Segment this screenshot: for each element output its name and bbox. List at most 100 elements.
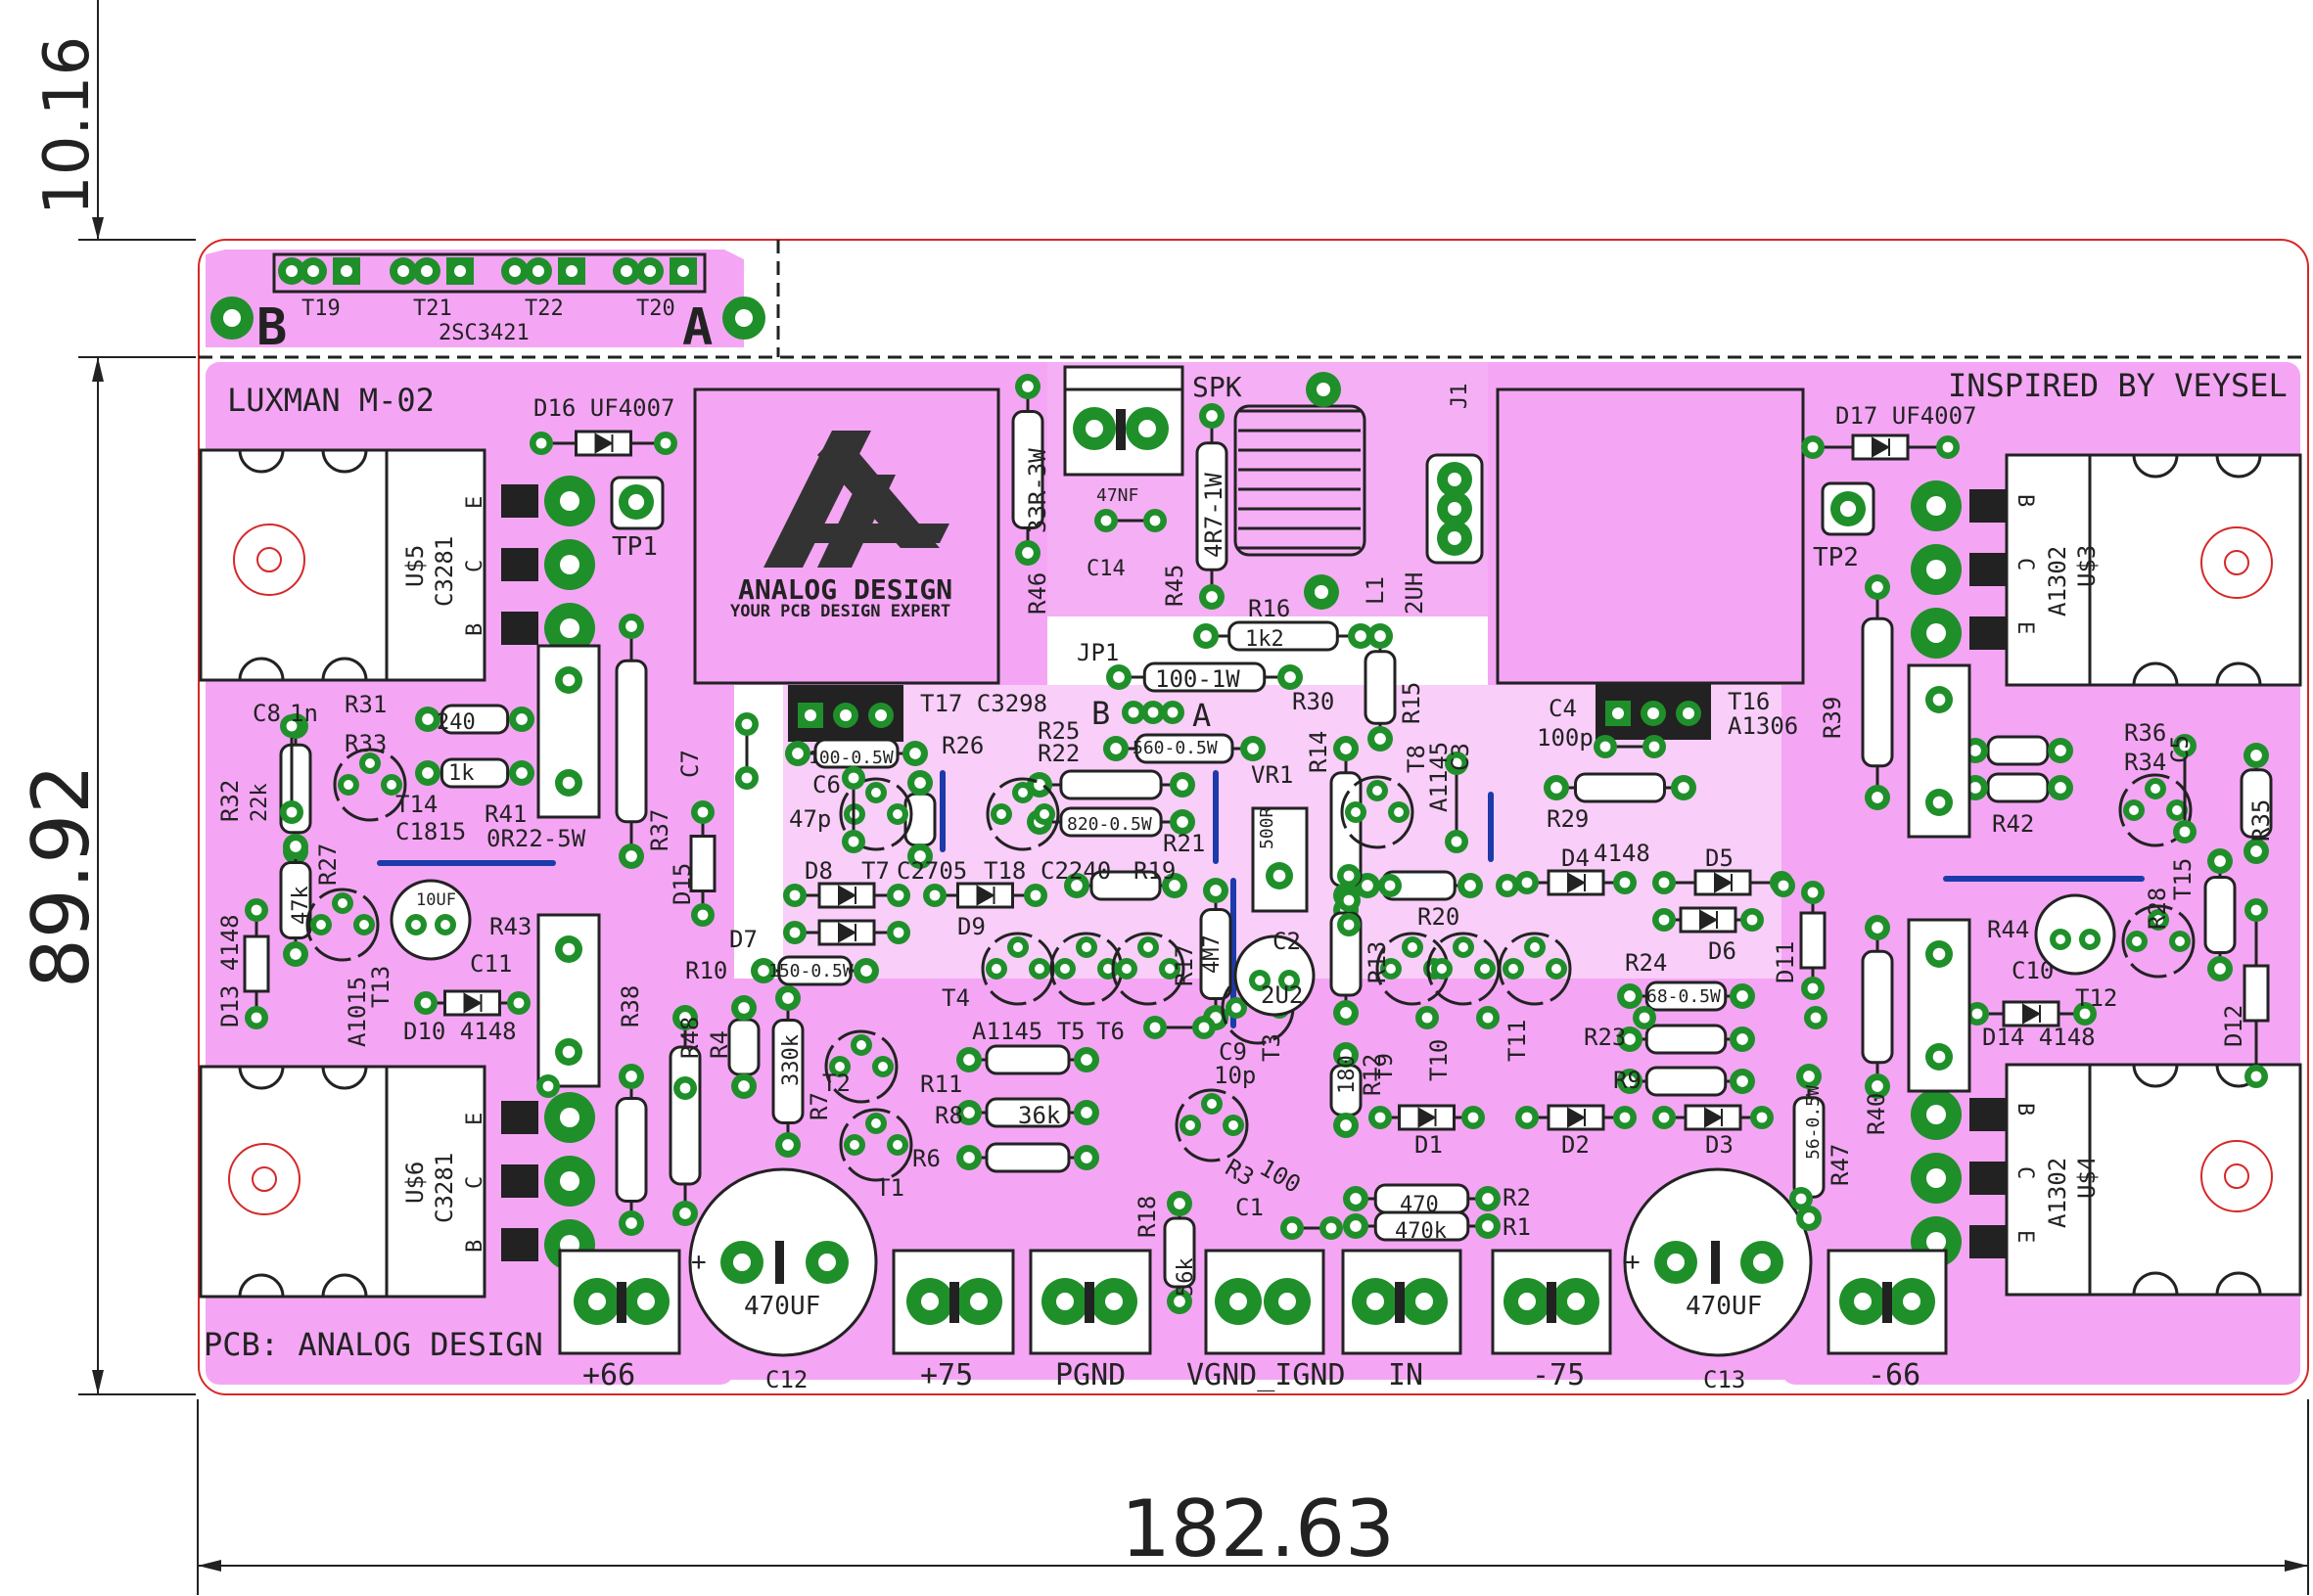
u4-pin-c: C [2012, 1166, 2037, 1179]
label-2uh: 2UH [1401, 572, 1428, 615]
label-d9: D9 [957, 913, 986, 940]
resistor [985, 1142, 1071, 1173]
power-transistor-pads [501, 476, 2007, 1270]
resistor [1574, 772, 1666, 803]
resistor [1011, 410, 1044, 529]
resistor [1861, 949, 1894, 1065]
label-470: 470 [1400, 1193, 1439, 1217]
label-tp1: TP1 [612, 532, 658, 562]
label-47p-a: 47p [789, 805, 831, 833]
label-d1: D1 [1414, 1131, 1443, 1159]
resistor [1644, 980, 1728, 1012]
terminal-label-vgnd: VGND_IGND [1186, 1358, 1346, 1392]
resistor [1861, 616, 1894, 768]
label-d8: D8 [805, 857, 833, 885]
label-240-a: 240 [437, 710, 476, 735]
label-d3: D3 [1705, 1131, 1734, 1159]
label-500r: 500R [1257, 806, 1277, 849]
u4-pin-e: E [2012, 1230, 2037, 1243]
strip-t21: T21 [413, 296, 452, 321]
c12-ref: C12 [765, 1366, 808, 1393]
label-r25: R25 [1038, 717, 1080, 745]
c13-value: 470UF [1686, 1292, 1762, 1321]
resistor [439, 757, 510, 789]
terminal-plus75 [892, 1249, 1015, 1355]
label-r43: R43 [489, 913, 532, 940]
label-r15: R15 [1398, 682, 1425, 724]
resistor [985, 1097, 1071, 1128]
label-t12: T12 [2075, 984, 2117, 1012]
label-820: 820-0.5W [1067, 814, 1152, 835]
label-r35: R35 [2247, 799, 2275, 842]
label-r39: R39 [1819, 697, 1846, 739]
label-470k: 470k [1395, 1219, 1447, 1244]
label-r16: R16 [1248, 595, 1290, 622]
u5-pin-b: B [463, 623, 487, 636]
label-j1: J1 [1448, 384, 1472, 410]
label-t9: T9 [1370, 1053, 1398, 1081]
dimensions: 10.16 89.92 182.63 [16, 0, 2309, 1595]
components [243, 374, 2273, 1314]
top-strip-pads [210, 257, 765, 340]
label-r38: R38 [617, 985, 644, 1027]
resistor [2203, 876, 2237, 954]
u6-pin-b: B [463, 1240, 487, 1253]
u6-ref: U$6 [401, 1162, 429, 1204]
diode [1684, 1104, 1742, 1131]
label-r22: R22 [1038, 740, 1080, 767]
label-r33: R33 [345, 730, 387, 757]
u4-pin-b: B [2012, 1103, 2037, 1116]
heatsink-u5 [199, 448, 486, 682]
label-r10: R10 [685, 957, 727, 984]
label-r44: R44 [1987, 916, 2029, 943]
u3-part: A1302 [2044, 546, 2071, 616]
label-t18: T18 [984, 857, 1026, 885]
strip-mark-b: B [256, 298, 287, 357]
label-tp2: TP2 [1813, 543, 1859, 572]
label-r26: R26 [942, 732, 984, 759]
terminal-blocks [558, 1249, 1948, 1355]
transistor [305, 888, 380, 962]
label-r23: R23 [1584, 1024, 1626, 1051]
label-t3: T3 [1258, 1033, 1285, 1062]
transistor [2121, 904, 2196, 979]
diode [243, 935, 270, 993]
resistor [1644, 1066, 1728, 1097]
label-jp1: JP1 [1077, 639, 1119, 666]
label-150-a: 150-0.5W [768, 961, 854, 981]
resistor [1227, 620, 1339, 652]
label-r11: R11 [920, 1071, 962, 1098]
resistor [279, 861, 312, 939]
terminal-label-pgnd: PGND [1055, 1358, 1126, 1392]
transistor [981, 932, 1055, 1006]
label-d12: D12 [2220, 1005, 2247, 1047]
diode [2002, 1000, 2060, 1027]
label-vr1: VR1 [1251, 761, 1293, 789]
label-t2: T2 [822, 1070, 851, 1097]
dim-width: 182.63 [1121, 1483, 1395, 1574]
label-c3: C3 [1447, 743, 1474, 771]
label-10p: 10p [1214, 1062, 1256, 1089]
label-c2705-a: C2705 [897, 857, 967, 885]
label-r30: R30 [1292, 688, 1334, 715]
label-c4: C4 [1549, 695, 1577, 722]
label-c1: C1 [1235, 1194, 1264, 1221]
label-r48: R48 [676, 1017, 704, 1059]
diode [2243, 964, 2270, 1023]
resistor [1364, 650, 1397, 725]
label-d15: D15 [669, 863, 696, 905]
electrolytic-cap [2034, 893, 2116, 976]
label-d14: D14 4148 [1982, 1024, 2096, 1051]
transistor [824, 1029, 899, 1104]
transistor [2118, 773, 2193, 847]
resistor [1644, 1024, 1728, 1055]
label-33r: 33R-3W [1024, 448, 1051, 533]
cap-c12: + [688, 1167, 878, 1357]
label-r46: R46 [1024, 572, 1051, 615]
label-r17: R17 [1171, 944, 1198, 986]
label-100-05-a: 100-0.5W [809, 748, 894, 768]
label-c8: C8 [253, 700, 281, 727]
resistor [1986, 772, 2050, 803]
label-r34: R34 [2124, 749, 2166, 776]
label-l1: L1 [1362, 576, 1389, 605]
